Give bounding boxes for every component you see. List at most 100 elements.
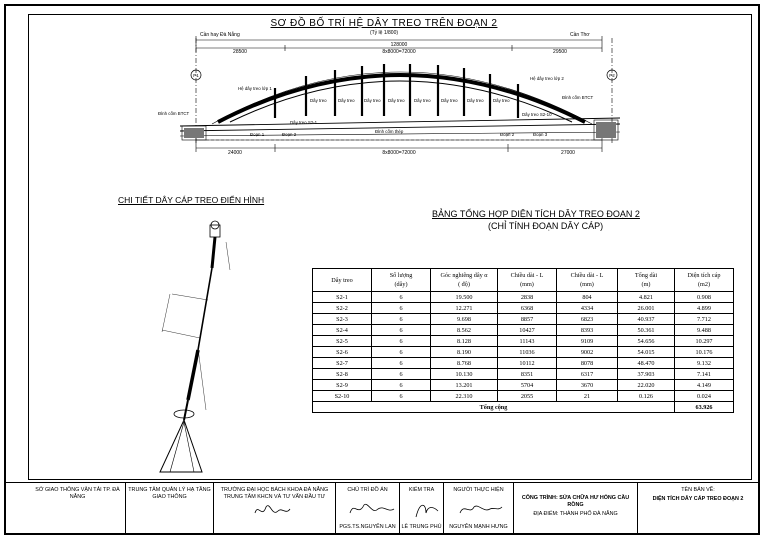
cell: 2838 <box>497 291 557 303</box>
cell: 10427 <box>497 324 557 336</box>
hanger-area-table: Dây treo Số lượng(dây) Góc nghiêng dây α… <box>312 268 734 413</box>
cell: 0.908 <box>674 291 734 303</box>
cell: 6 <box>371 357 431 369</box>
cell: S2-6 <box>312 346 372 358</box>
hanger-label: Dây treo <box>493 98 510 103</box>
hanger-label: Dây treo <box>441 98 458 103</box>
title-block-drawing-name: TÊN BẢN VẼ: DIỆN TÍCH DÂY CÁP TREO ĐOẠN … <box>652 487 744 502</box>
table-subtitle: (CHỈ TÍNH ĐOẠN DÂY CÁP) <box>488 221 604 231</box>
cell: 26.001 <box>617 302 675 314</box>
top-right-label: Đỉnh cốm BTCT <box>562 95 594 100</box>
cell: 10.176 <box>674 346 734 358</box>
segment-3: Đoạn 3 <box>533 132 548 137</box>
title-block-project: CÔNG TRÌNH: SỬA CHỮA HƯ HỎNG CẦU RỒNG ĐỊ… <box>514 483 638 533</box>
hanger-s2-1-label: Dây treo S2-1 <box>290 120 318 125</box>
cell: 8.128 <box>430 335 498 347</box>
col-header: Chiều dài - L(mm) <box>556 268 618 292</box>
cell: 6317 <box>556 368 618 380</box>
hanger-label: Dây treo <box>467 98 484 103</box>
cell: 12.271 <box>430 302 498 314</box>
dim-right: 29500 <box>553 49 567 55</box>
steel-chord: Đỉnh cốm thép <box>375 129 404 134</box>
cell: 9.488 <box>674 324 734 336</box>
cell: 8393 <box>556 324 618 336</box>
cell: 4.899 <box>674 302 734 314</box>
cell: 0.126 <box>617 390 675 402</box>
col-header: Góc nghiêng dây α( độ) <box>430 268 498 292</box>
title-block-org1: SỞ GIAO THÔNG VẬN TẢI TP. ĐÀ NẴNG <box>30 483 126 533</box>
cell: 6 <box>371 346 431 358</box>
cell: 6 <box>371 368 431 380</box>
cell: 0.024 <box>674 390 734 402</box>
cell: 8078 <box>556 357 618 369</box>
hanger-label: Dây treo <box>388 98 405 103</box>
cell: 6 <box>371 379 431 391</box>
cell: 6 <box>371 390 431 402</box>
title-block-org2: TRUNG TÂM QUẢN LÝ HẠ TẦNG GIAO THÔNG <box>126 483 214 533</box>
cell: S2-2 <box>312 302 372 314</box>
top-left-label: Đỉnh cốm BTCT <box>158 111 190 116</box>
cell: 2055 <box>497 390 557 402</box>
cell: 8.190 <box>430 346 498 358</box>
col-header: Chiều dài - L(mm) <box>497 268 557 292</box>
col-header: Tổng dài(m) <box>617 268 675 292</box>
col-header: Số lượng(dây) <box>371 268 431 292</box>
title-block-chief: CHỦ TRÌ ĐỒ ÁN PGS.TS.NGUYỄN LAN <box>336 483 400 533</box>
cell: 8351 <box>497 368 557 380</box>
cell: S2-7 <box>312 357 372 369</box>
cell: 9.132 <box>674 357 734 369</box>
cell: 10.130 <box>430 368 498 380</box>
cell: 37.903 <box>617 368 675 380</box>
cell: 3670 <box>556 379 618 391</box>
cell: 6823 <box>556 313 618 325</box>
segment-2-right: Đoạn 2 <box>500 132 515 137</box>
cell: S2-5 <box>312 335 372 347</box>
cell: 54.015 <box>617 346 675 358</box>
cell: S2-10 <box>312 390 372 402</box>
dim-left: 28500 <box>233 49 247 55</box>
signature-org3 <box>254 505 291 514</box>
direction-left: Cần hay Đà Nẵng <box>200 31 240 38</box>
cell: 11143 <box>497 335 557 347</box>
cell: 19.500 <box>430 291 498 303</box>
cell: 10112 <box>497 357 557 369</box>
signature-drawer <box>459 505 503 514</box>
title-block-check: KIỂM TRA LÊ TRUNG PHÚ <box>400 483 444 533</box>
hanger-s2-10-label: Dây treo S2-10 <box>522 112 552 117</box>
hanger-label: Dây treo <box>414 98 431 103</box>
signature-chief <box>349 503 395 514</box>
detail-title: CHI TIẾT DÂY CÁP TREO ĐIỂN HÌNH <box>118 195 265 205</box>
cell: 7.141 <box>674 368 734 380</box>
title-block-drawer: NGƯỜI THỰC HIỆN NGUYỄN MẠNH HƯNG <box>444 483 514 533</box>
hanger-label: Dây treo <box>364 98 381 103</box>
check-name: LÊ TRUNG PHÚ <box>401 524 442 530</box>
table-header-row: Dây treo Số lượng(dây) Góc nghiêng dây α… <box>312 268 734 292</box>
cell: 6 <box>371 291 431 303</box>
hanger-label: Dây treo <box>310 98 327 103</box>
table-title: BẢNG TỔNG HỢP DIỆN TÍCH DÂY TREO ĐOẠN 2 <box>432 209 640 219</box>
cell: 21 <box>556 390 618 402</box>
cell: 11036 <box>497 346 557 358</box>
cell: 22.310 <box>430 390 498 402</box>
cell: 4334 <box>556 302 618 314</box>
hanger-group-right: Hệ dây treo lớp 2 <box>530 76 564 81</box>
drawing-area <box>28 14 752 480</box>
cell: 6368 <box>497 302 557 314</box>
cell: S2-1 <box>312 291 372 303</box>
dim-bottom-left: 24000 <box>228 150 242 156</box>
cell: 22.020 <box>617 379 675 391</box>
dim-bottom-middle: 8x8000=72000 <box>382 150 415 156</box>
direction-right: Cần Thơ <box>570 32 590 38</box>
dim-bottom-right: 27000 <box>561 150 575 156</box>
cell: 13.201 <box>430 379 498 391</box>
cell: 804 <box>556 291 618 303</box>
cell: 6 <box>371 335 431 347</box>
hanger-group-left: Hệ dây treo lớp 1 <box>238 86 272 91</box>
cell: S2-3 <box>312 313 372 325</box>
cell: 40.937 <box>617 313 675 325</box>
cell: 48.470 <box>617 357 675 369</box>
